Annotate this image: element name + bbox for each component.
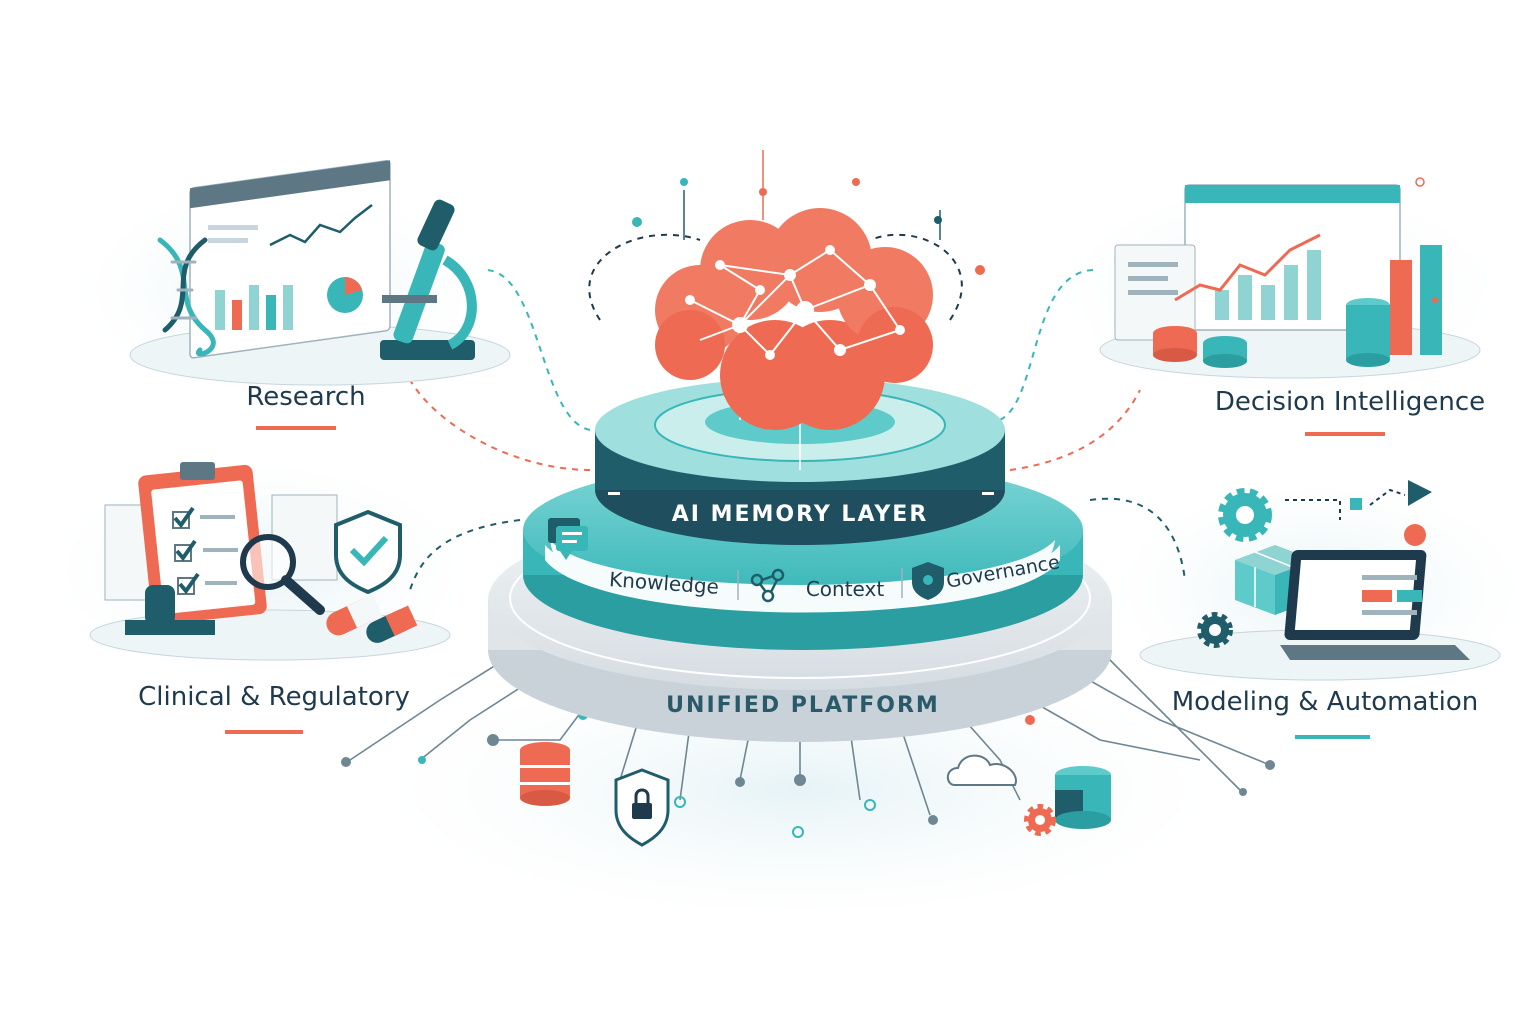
- database-icon: [1055, 766, 1111, 829]
- particles: [632, 150, 1438, 303]
- flow-node: [1408, 480, 1432, 506]
- research-underline: [256, 426, 336, 430]
- database-icon: [1153, 298, 1390, 368]
- platform-label: UNIFIED PLATFORM: [666, 693, 940, 718]
- modeling-label: Modeling & Automation: [1172, 687, 1479, 717]
- clinical-label: Clinical & Regulatory: [138, 682, 410, 712]
- dna-icon: [157, 237, 216, 357]
- gear-icon: [1218, 488, 1272, 542]
- flow-node: [1404, 524, 1426, 546]
- governance-shield-icon: [912, 562, 944, 600]
- pill-icon: [326, 594, 418, 643]
- network-icon: [750, 568, 785, 603]
- decision-label: Decision Intelligence: [1215, 387, 1485, 417]
- flow-node: [1350, 498, 1362, 510]
- gear-icon: [1197, 612, 1233, 648]
- research-label: Research: [246, 382, 365, 412]
- connectors: [409, 233, 1186, 591]
- base-backdrop: [380, 660, 1220, 920]
- clinical-node[interactable]: Clinical & Regulatory: [89, 462, 451, 734]
- laptop-icon: [1280, 550, 1470, 660]
- bar-chart-icon: [1390, 245, 1442, 355]
- modeling-node[interactable]: Modeling & Automation: [1139, 480, 1501, 739]
- chat-icon: [548, 518, 588, 560]
- flow-icon: [1285, 488, 1406, 520]
- pie-chart-icon: [327, 277, 363, 313]
- context-label: Context: [806, 577, 885, 601]
- database-icon: [520, 742, 570, 806]
- dashboard-icon: [1114, 184, 1401, 341]
- brain-icon: [655, 208, 933, 470]
- research-node[interactable]: Research: [129, 159, 511, 430]
- microscope-icon: [380, 199, 477, 360]
- decision-node[interactable]: Decision Intelligence: [1099, 184, 1485, 436]
- memory-layer-label: AI MEMORY LAYER: [672, 502, 929, 527]
- lock-shield-icon: [614, 768, 670, 847]
- shield-check-icon: [334, 509, 402, 595]
- magnifier-icon: [240, 534, 325, 615]
- clipboard-icon: [125, 462, 267, 635]
- cloud-icon: [946, 754, 1017, 786]
- dashboard-icon: [189, 159, 391, 359]
- clinical-underline: [225, 730, 303, 734]
- gear-icon: [1024, 804, 1056, 836]
- modeling-underline: [1295, 735, 1370, 739]
- decision-underline: [1305, 432, 1385, 436]
